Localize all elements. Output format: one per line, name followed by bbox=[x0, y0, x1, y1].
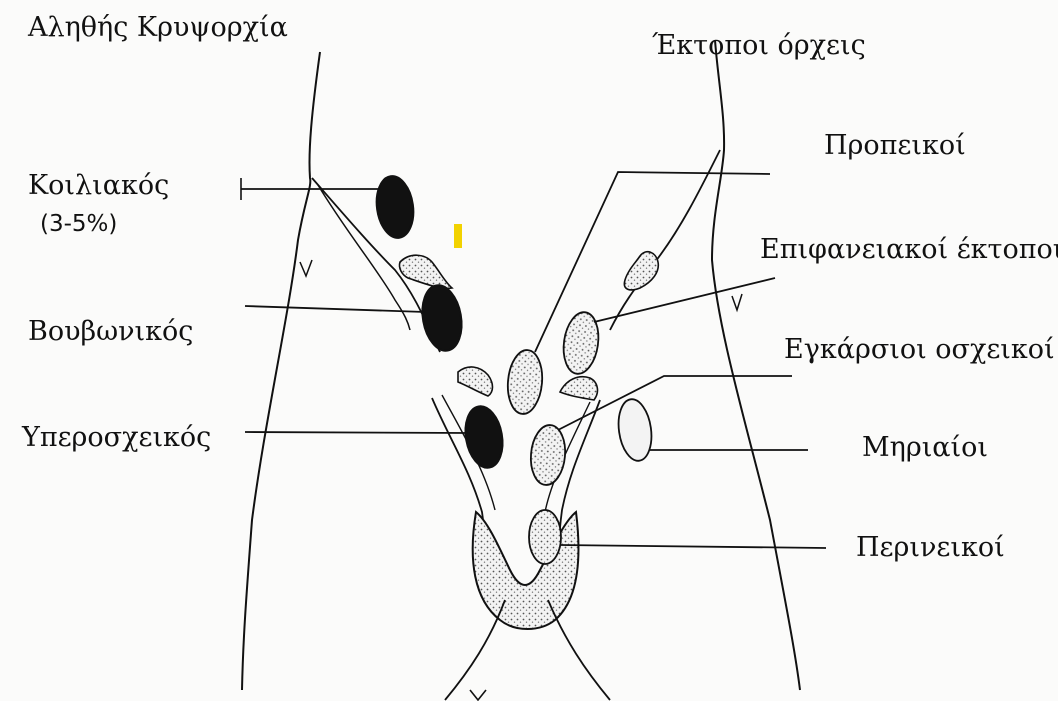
testis-superficial bbox=[560, 310, 602, 376]
testis-femoral bbox=[615, 397, 655, 463]
scrotum bbox=[473, 512, 579, 629]
label-suprascrotal: Υπεροσχεικός bbox=[22, 424, 211, 451]
label-superficial-ectopic: Επιφανειακοί έκτοποι bbox=[760, 236, 1058, 263]
body-outline-right bbox=[712, 40, 800, 690]
label-inguinal: Βουβωνικός bbox=[28, 318, 193, 345]
label-abdominal: Κοιλιακός bbox=[28, 172, 169, 199]
testis-prepubic bbox=[505, 349, 544, 416]
canal-arrow-left bbox=[300, 260, 312, 276]
pointer-perineikoi bbox=[560, 545, 826, 548]
heading-ectopic-testes: Έκτοποι όρχεις bbox=[652, 32, 866, 59]
external-ring-right bbox=[560, 377, 597, 400]
label-perineal: Περινεικοί bbox=[856, 534, 1005, 561]
pointer-vouvonikos bbox=[245, 306, 425, 312]
label-abdominal-percent: (3-5%) bbox=[40, 213, 117, 236]
label-femoral: Μηριαίοι bbox=[862, 434, 988, 461]
testis-transverse bbox=[528, 424, 567, 487]
heading-true-cryptorchidism: Αληθής Κρυψορχία bbox=[28, 14, 288, 41]
pointer-yperosxeikos bbox=[245, 432, 470, 433]
highlight-mark bbox=[454, 224, 462, 248]
testis-suprascrotal bbox=[461, 403, 507, 470]
body-outline-left bbox=[242, 52, 320, 690]
label-prepubic: Προπεικοί bbox=[824, 132, 966, 159]
penis-tip bbox=[470, 690, 486, 700]
canal-arrow-right bbox=[732, 294, 742, 310]
testis-inguinal bbox=[418, 282, 467, 354]
testis-perineal bbox=[529, 510, 561, 564]
inguinal-ring-left bbox=[399, 255, 452, 288]
inguinal-line-right bbox=[610, 150, 720, 330]
testis-abdominal bbox=[373, 174, 417, 240]
label-transverse-scrotal: Εγκάρσιοι οσχεικοί bbox=[784, 336, 1055, 363]
pointer-epifaneiakoi bbox=[594, 278, 775, 322]
external-ring-left bbox=[458, 367, 493, 396]
inguinal-ring-right bbox=[624, 252, 658, 290]
